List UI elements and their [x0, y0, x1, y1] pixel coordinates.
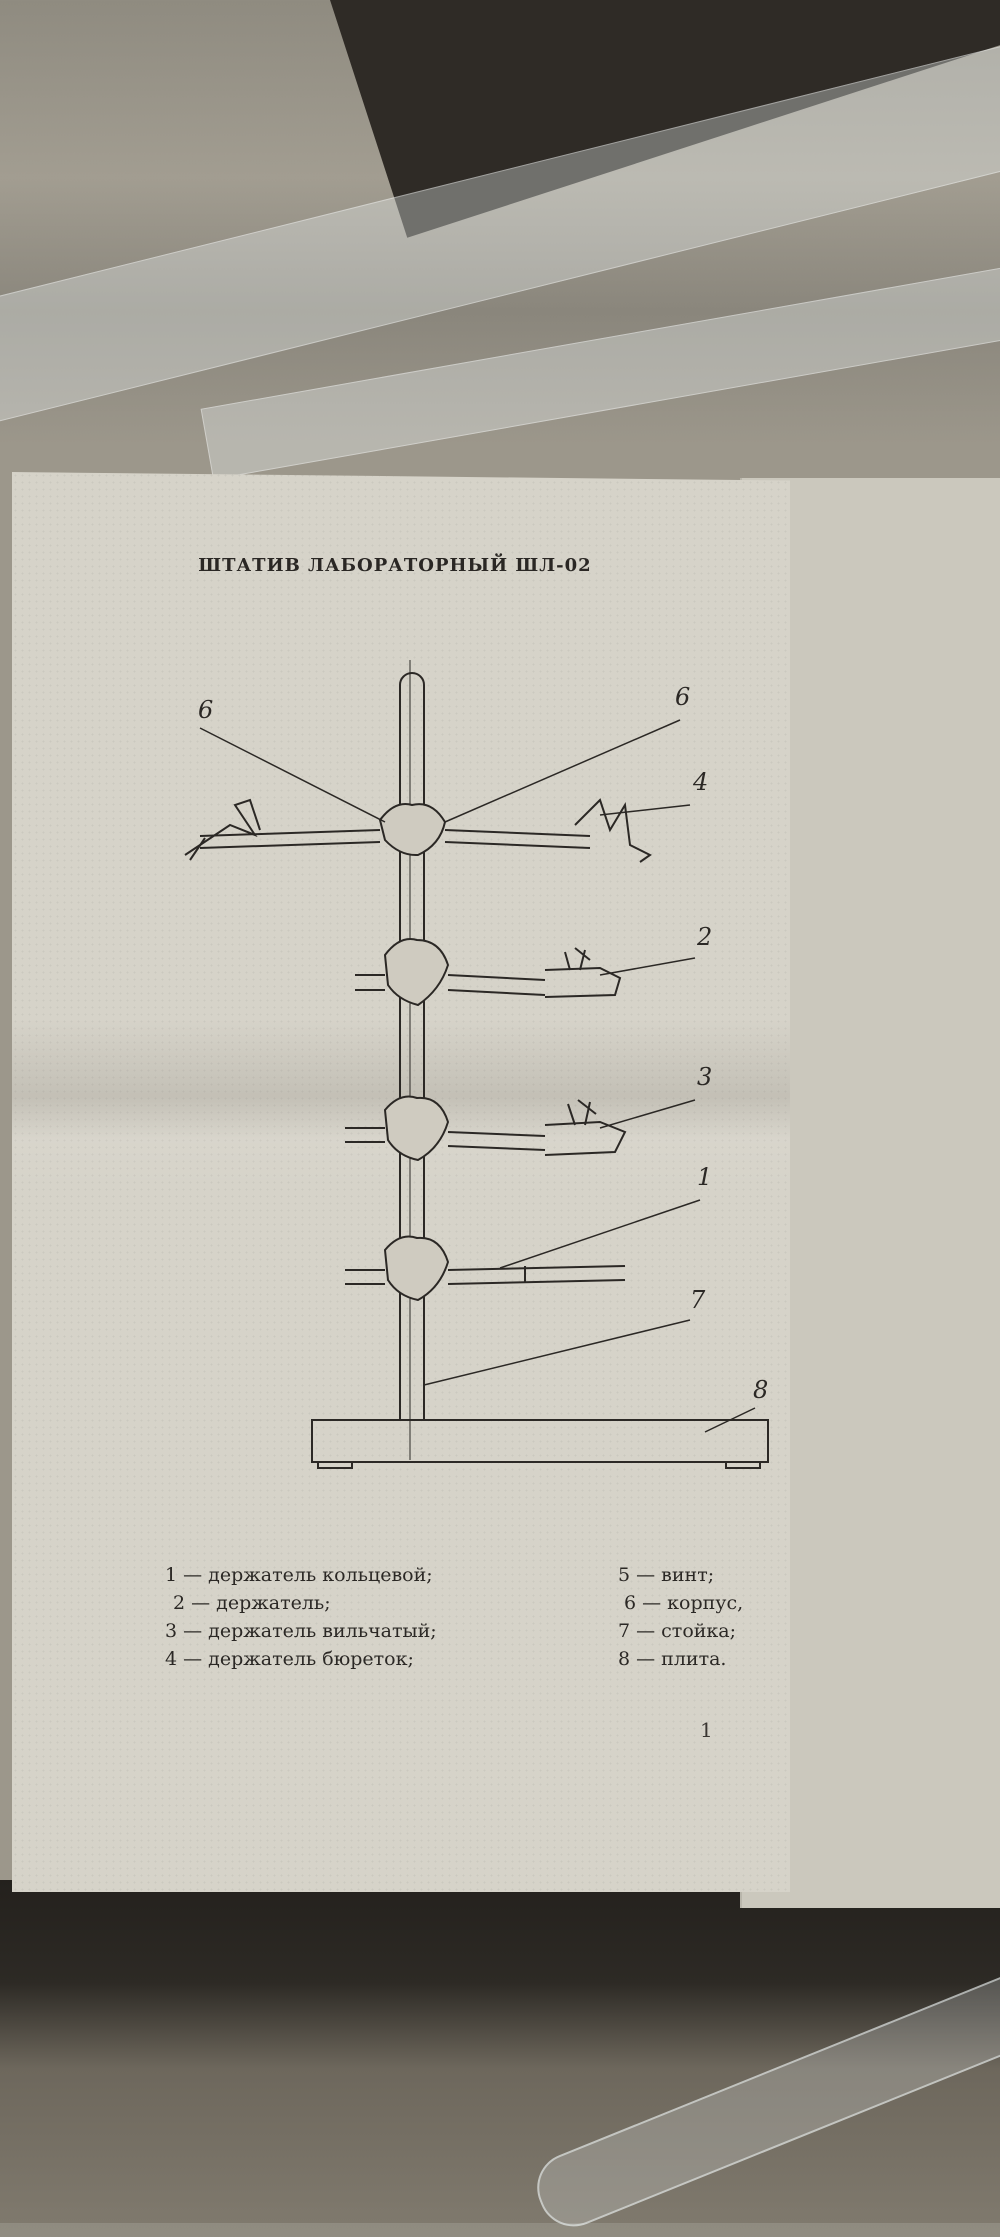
callout-label: 6 — [675, 683, 690, 711]
legend-item: 4 — держатель бюреток; — [165, 1648, 414, 1670]
callout-label: 4 — [692, 768, 708, 796]
callout-labels: 6 6 4 2 3 1 7 8 — [198, 683, 768, 1404]
clamp-2 — [355, 938, 622, 1007]
callout-label: 1 — [697, 1163, 712, 1191]
legend-item: 7 — стойка; — [618, 1620, 737, 1642]
legend-item: 3 — держатель вильчатый; — [165, 1620, 437, 1642]
page-number: 1 — [700, 1718, 713, 1742]
legend-item: 1 — держатель кольцевой; — [165, 1564, 433, 1586]
base-foot-left — [317, 1461, 353, 1469]
base-plate — [311, 1419, 769, 1463]
stand-rod — [399, 672, 425, 1420]
legend-item: 6 — корпус, — [624, 1592, 744, 1614]
legend-item: 2 — держатель; — [173, 1592, 331, 1614]
callout-label: 6 — [198, 696, 213, 724]
legend-item: 8 — плита. — [618, 1648, 727, 1670]
leader-lines — [199, 719, 756, 1433]
clamp-3 — [345, 1095, 627, 1162]
legend-left: 1 — держатель кольцевой; 2 — держатель; … — [165, 1566, 437, 1678]
legend-item: 5 — винт; — [618, 1564, 715, 1586]
callout-label: 2 — [696, 923, 712, 951]
legend-right: 5 — винт; 6 — корпус, 7 — стойка; 8 — пл… — [618, 1566, 743, 1678]
base-foot-right — [725, 1461, 761, 1469]
clamp-top — [184, 798, 652, 863]
callout-label: 3 — [697, 1063, 712, 1091]
instruction-sheet — [12, 472, 790, 1892]
document-title: ШТАТИВ ЛАБОРАТОРНЫЙ ШЛ-02 — [198, 555, 592, 576]
background-bottom — [0, 1880, 1000, 2223]
callout-label: 8 — [753, 1376, 768, 1404]
clamp-1 — [345, 1235, 626, 1302]
callout-label: 7 — [690, 1286, 706, 1314]
